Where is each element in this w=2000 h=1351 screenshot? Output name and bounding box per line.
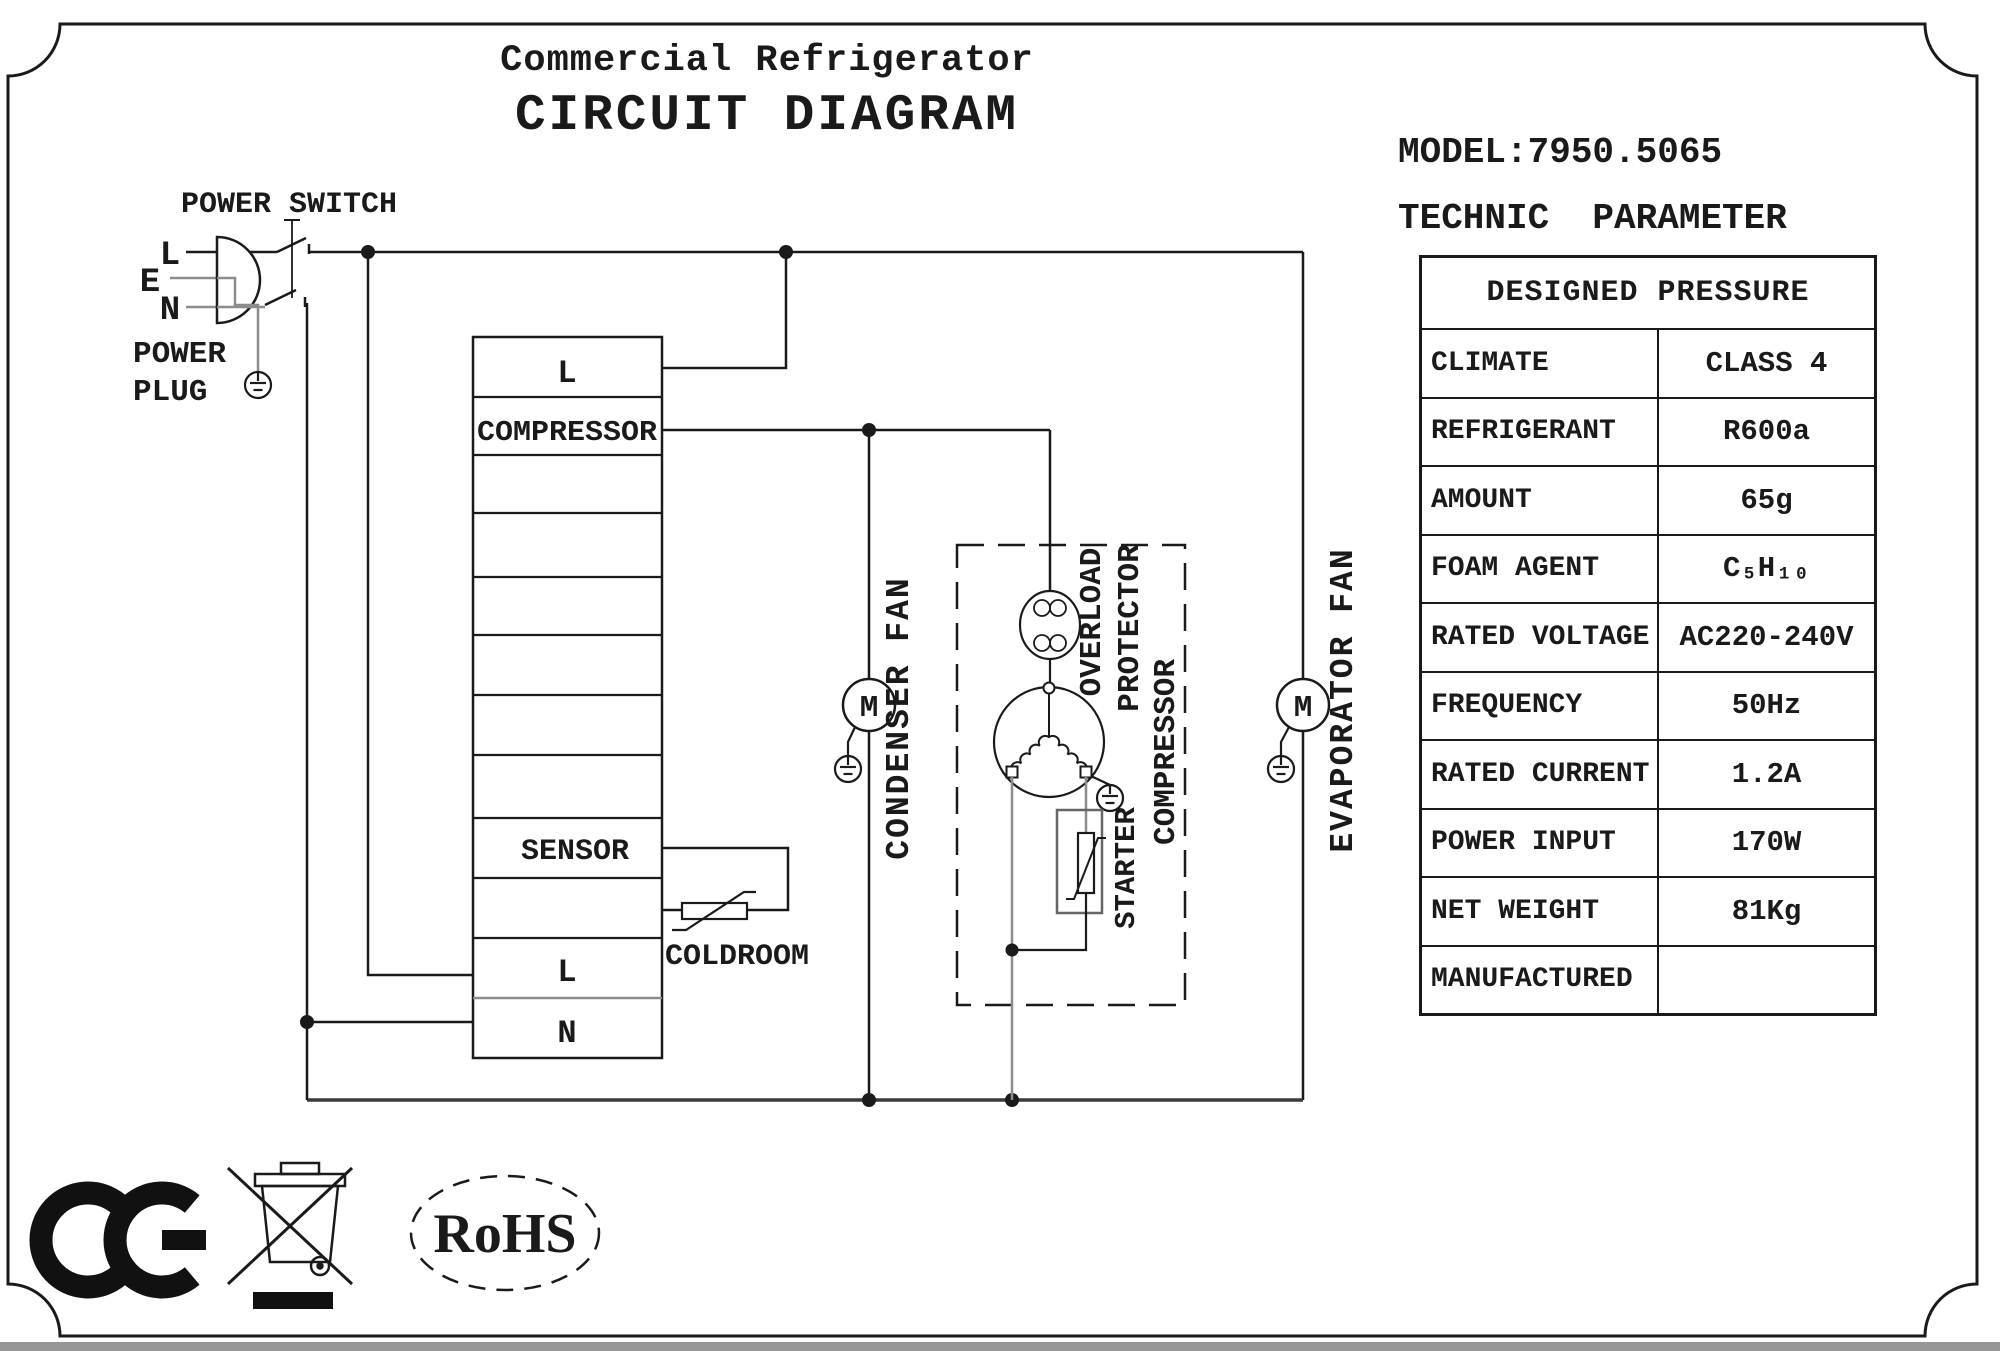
table-row: MANUFACTURED: [1422, 944, 1874, 1013]
motor-letter: M: [860, 691, 879, 726]
title-line-2: CIRCUIT DIAGRAM: [514, 88, 1020, 145]
earth-ground-icon: [1095, 783, 1125, 813]
pin-e-label: E: [140, 264, 160, 302]
weee-bin-icon: [226, 1161, 354, 1309]
terminal-l-top: L: [557, 355, 576, 392]
power-switch-label: POWER SWITCH: [181, 188, 397, 222]
power-plug-label-1: POWER: [133, 337, 226, 372]
coldroom-sensor: COLDROOM: [665, 890, 809, 974]
power-switch-symbol: [264, 219, 311, 307]
pin-l-label: L: [160, 237, 180, 275]
evaporator-fan-label: EVAPORATOR FAN: [1325, 547, 1362, 852]
terminal-block: L COMPRESSOR SENSOR L N: [471, 335, 664, 1060]
evaporator-fan-motor: M EVAPORATOR FAN: [1266, 547, 1362, 853]
ce-mark-icon: [29, 1181, 206, 1299]
table-row: CLIMATE CLASS 4: [1422, 328, 1874, 397]
pin-n-label: N: [160, 292, 180, 330]
table-row: NET WEIGHT 81Kg: [1422, 876, 1874, 945]
table-row: RATED CURRENT 1.2A: [1422, 739, 1874, 808]
compressor-dashed-box: [955, 543, 1187, 1007]
condenser-fan-label: CONDENSER FAN: [881, 576, 918, 859]
overload-label-1: OVERLOAD: [1075, 548, 1110, 697]
table-row: FOAM AGENT C₅H₁₀: [1422, 533, 1874, 602]
condenser-fan-motor: M CONDENSER FAN: [833, 576, 918, 860]
motor-letter: M: [1294, 691, 1313, 726]
table-row: RATED VOLTAGE AC220-240V: [1422, 602, 1874, 671]
compressor-assembly: OVERLOAD PROTECTOR COMPRESSOR STARTER: [955, 543, 1187, 1100]
diagram-title: Commercial Refrigerator CIRCUIT DIAGRAM: [367, 40, 1167, 145]
earth-ground-icon: [243, 370, 273, 400]
starter-label: STARTER: [1110, 806, 1143, 928]
overload-label-2: PROTECTOR: [1113, 544, 1148, 712]
earth-ground-icon: [1266, 754, 1296, 784]
table-row: REFRIGERANT R600a: [1422, 396, 1874, 465]
overload-protector-symbol: [1018, 589, 1082, 661]
compressor-label: COMPRESSOR: [1149, 659, 1184, 845]
power-plug-label-2: PLUG: [133, 375, 207, 410]
rohs-badge: RoHS: [409, 1174, 601, 1292]
rohs-label: RoHS: [433, 1203, 576, 1265]
terminal-n: N: [557, 1015, 576, 1052]
earth-ground-icon: [833, 754, 863, 784]
page-edge-strip: [0, 1342, 2000, 1351]
starter-symbol: [1012, 777, 1106, 952]
coldroom-label: COLDROOM: [665, 940, 809, 974]
title-line-1: Commercial Refrigerator: [500, 40, 1034, 82]
terminal-sensor: SENSOR: [521, 835, 629, 869]
power-plug-symbol: [170, 235, 277, 372]
terminal-l-bottom: L: [557, 954, 576, 991]
compressor-motor-symbol: [992, 681, 1106, 799]
technic-parameter-heading: TECHNIC PARAMETER: [1398, 198, 1787, 239]
technic-parameter-table: DESIGNED PRESSURE CLIMATE CLASS 4 REFRIG…: [1419, 255, 1877, 1016]
table-row: FREQUENCY 50Hz: [1422, 670, 1874, 739]
terminal-compressor: COMPRESSOR: [477, 416, 658, 449]
table-header: DESIGNED PRESSURE: [1486, 276, 1810, 310]
wires: [305, 250, 1305, 1102]
plate-border: [6, 22, 1979, 1338]
model-number: MODEL:7950.5065: [1398, 132, 1723, 173]
table-row: POWER INPUT 170W: [1422, 807, 1874, 876]
table-row: AMOUNT 65g: [1422, 465, 1874, 534]
